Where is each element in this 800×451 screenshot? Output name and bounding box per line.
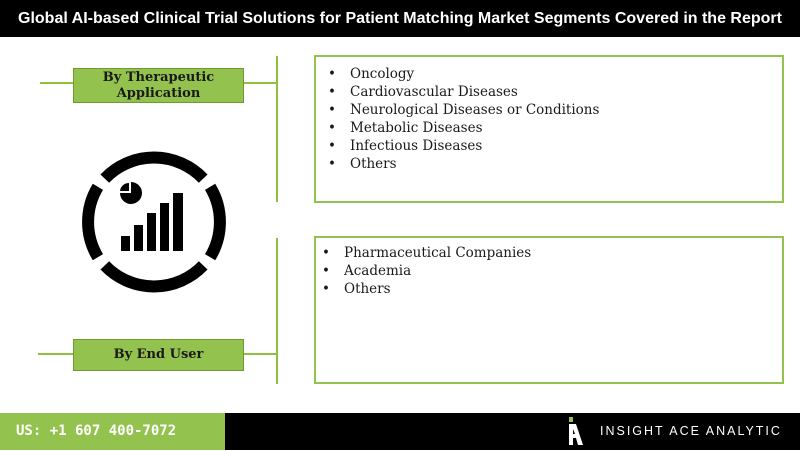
list-item: • Infectious Diseases <box>328 137 782 155</box>
brand-name: INSIGHT ACE ANALYTIC <box>600 424 782 438</box>
list-item-text: Neurological Diseases or Conditions <box>350 102 600 118</box>
bullet-marker: • <box>328 66 336 82</box>
bullet-marker: • <box>322 263 330 279</box>
list-item-text: Academia <box>344 263 412 279</box>
connector-right-top <box>244 82 277 84</box>
list-item-text: Others <box>350 156 397 172</box>
divider-top <box>276 56 278 202</box>
list-item: • Others <box>328 155 782 173</box>
contact-phone: US: +1 607 400-7072 <box>0 413 225 450</box>
connector-left-top <box>40 82 73 84</box>
list-item: • Others <box>322 280 782 298</box>
footer-brand-bar <box>225 413 800 450</box>
segment-list-end-user: • Pharmaceutical Companies • Academia • Oth… <box>314 236 784 384</box>
bullet-marker: • <box>322 245 330 261</box>
end-user-list: • Pharmaceutical Companies • Academia • Oth… <box>322 244 782 298</box>
page-title: Global AI-based Clinical Trial Solutions… <box>0 0 800 37</box>
list-item-text: Cardiovascular Diseases <box>350 84 518 100</box>
bullet-marker: • <box>328 138 336 154</box>
analytics-chart-icon <box>74 143 234 301</box>
list-item-text: Pharmaceutical Companies <box>344 245 532 261</box>
bullet-marker: • <box>328 156 336 172</box>
list-item: • Metabolic Diseases <box>328 119 782 137</box>
bullet-marker: • <box>328 120 336 136</box>
therapeutic-application-list: • Oncology • Cardiovascular Diseases • Neur… <box>328 65 782 173</box>
bullet-marker: • <box>322 281 330 297</box>
bullet-marker: • <box>328 84 336 100</box>
insight-ace-logo-icon <box>567 415 587 447</box>
divider-bottom <box>276 238 278 384</box>
segment-label-therapeutic-application: By Therapeutic Application <box>73 68 244 103</box>
list-item: • Neurological Diseases or Conditions <box>328 101 782 119</box>
connector-right-bottom <box>244 353 277 355</box>
list-item: • Pharmaceutical Companies <box>322 244 782 262</box>
list-item-text: Metabolic Diseases <box>350 120 483 136</box>
list-item-text: Oncology <box>350 66 415 82</box>
list-item-text: Infectious Diseases <box>350 138 483 154</box>
list-item: • Cardiovascular Diseases <box>328 83 782 101</box>
list-item: • Oncology <box>328 65 782 83</box>
list-item-text: Others <box>344 281 391 297</box>
list-item: • Academia <box>322 262 782 280</box>
connector-left-bottom <box>38 353 73 355</box>
segment-label-end-user: By End User <box>73 339 244 371</box>
segment-list-therapeutic-application: • Oncology • Cardiovascular Diseases • Neur… <box>314 55 784 203</box>
bullet-marker: • <box>328 102 336 118</box>
